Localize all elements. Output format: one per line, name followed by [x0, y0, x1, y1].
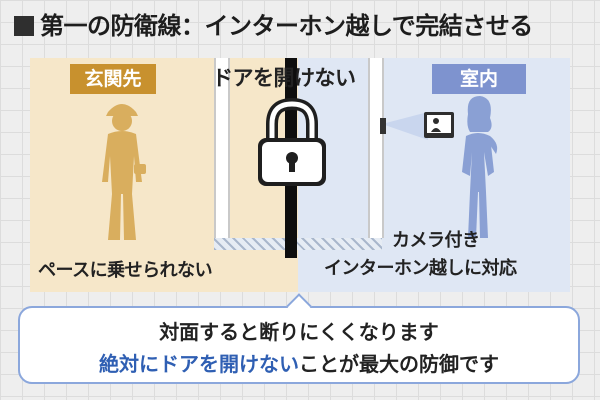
- inside-caption-line1: カメラ付き: [392, 230, 480, 251]
- outside-caption: ペースに乗せられない: [38, 260, 213, 281]
- callout-line1: 対面すると断りにくくなります: [159, 320, 439, 344]
- title-square-icon: [14, 16, 34, 36]
- worker-silhouette-icon: [102, 104, 146, 240]
- callout-line2-rest: ことが最大の防御です: [299, 352, 499, 376]
- callout-box: 対面すると断りにくくなります 絶対にドアを開けないことが最大の防御です: [18, 306, 580, 384]
- door-frame-left: [214, 58, 230, 238]
- door-threshold: [214, 238, 382, 250]
- inside-label: 室内: [432, 64, 526, 94]
- intercom-monitor-icon: [380, 112, 454, 140]
- woman-silhouette-icon: [462, 96, 498, 238]
- door-scene: 玄関先 室内 ドアを開けない: [30, 58, 570, 292]
- door-label: ドアを開けない: [212, 66, 356, 90]
- outside-label: 玄関先: [70, 64, 156, 94]
- inside-area: [298, 58, 570, 292]
- padlock-icon: [258, 98, 326, 186]
- page-title: 第一の防衛線：インターホン越しで完結させる: [14, 6, 533, 41]
- inside-caption-line2: インターホン越しに対応: [324, 258, 517, 279]
- door-frame-right: [368, 58, 384, 238]
- title-text: 第一の防衛線：インターホン越しで完結させる: [40, 12, 533, 40]
- callout-line2: 絶対にドアを開けないことが最大の防御です: [20, 348, 578, 377]
- outside-area: [30, 58, 298, 292]
- callout-emphasis: 絶対にドアを開けない: [99, 352, 299, 376]
